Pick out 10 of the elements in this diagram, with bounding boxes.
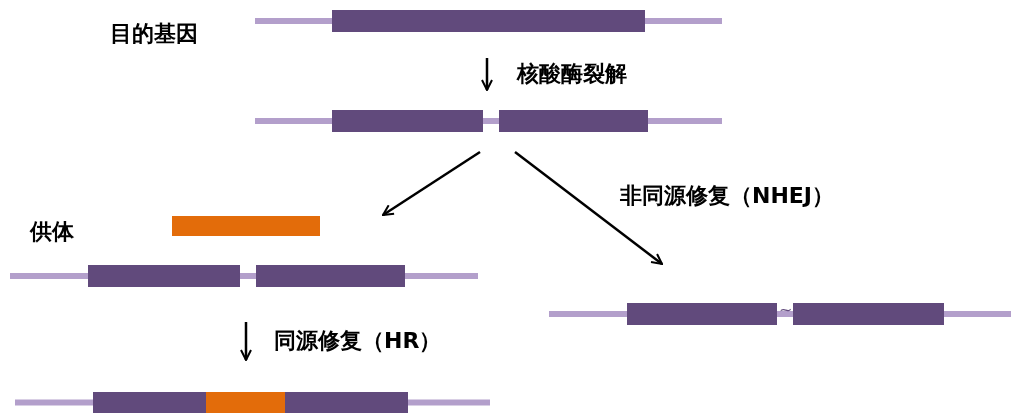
caption-text: 供体 <box>30 221 74 243</box>
arrow <box>514 151 663 265</box>
edge-label: 非同源修复（NHEJ） <box>620 185 835 207</box>
caption-text: 目的基因 <box>110 23 198 45</box>
junction-mark: ~ <box>779 302 793 318</box>
edge-label: 同源修复（HR） <box>274 330 442 352</box>
edge-label: 核酸酶裂解 <box>517 63 627 85</box>
arrow <box>240 322 252 361</box>
arrow <box>481 58 493 91</box>
arrow <box>382 150 481 217</box>
